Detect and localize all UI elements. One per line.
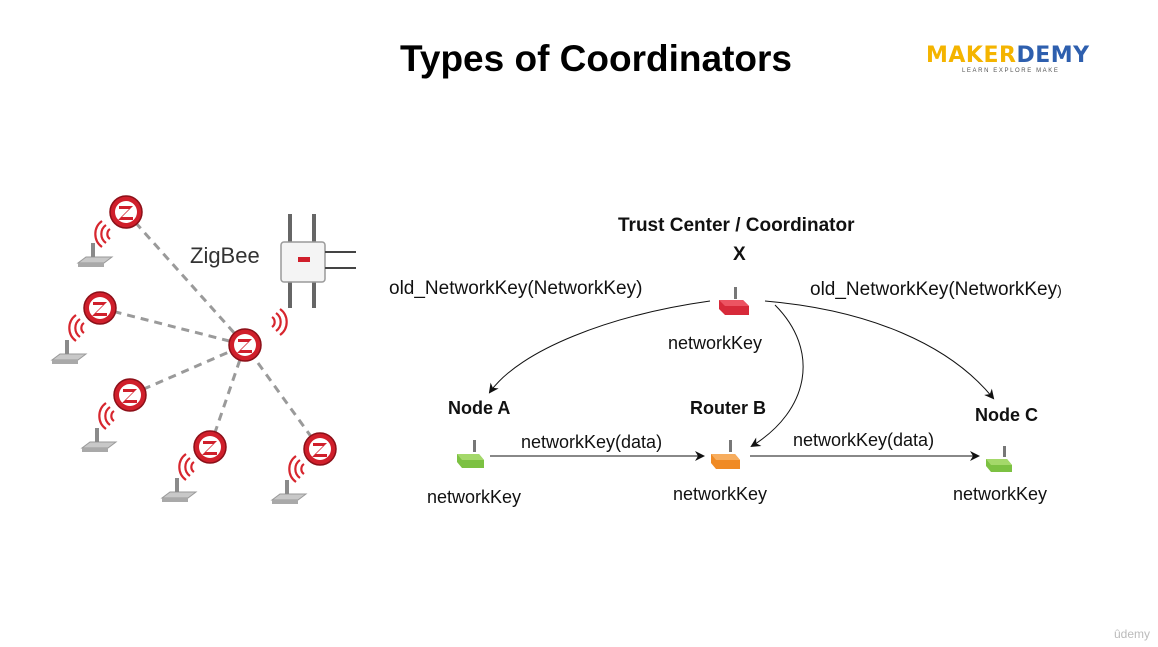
edge-label-to-node-c: old_NetworkKey(NetworkKey) <box>810 279 1062 301</box>
udemy-watermark: ûdemy <box>1113 627 1150 641</box>
logo-word-maker: MAKER <box>926 43 1017 68</box>
router-b-key-label: networkKey <box>673 484 768 504</box>
coordinator-key-label: networkKey <box>668 333 763 353</box>
edge-label-to-node-c-paren: ) <box>1057 282 1062 298</box>
router-b-device-icon <box>711 440 740 469</box>
edge-label-to-node-a: old_NetworkKey(NetworkKey) <box>389 278 643 299</box>
makerdemy-logo: MAKERDEMY LEARN EXPLORE MAKE <box>926 44 1094 84</box>
zigbee-end-device-3 <box>81 378 147 453</box>
node-a-key-label: networkKey <box>427 487 522 507</box>
node-a-label: Node A <box>448 398 511 418</box>
zigbee-end-device-1 <box>77 195 143 268</box>
zigbee-label: ZigBee <box>190 243 260 268</box>
zigbee-end-device-2 <box>51 291 117 365</box>
coordinator-title: Trust Center / Coordinator <box>618 215 855 236</box>
diagram-arrows <box>488 300 995 461</box>
node-c-device-icon <box>986 446 1012 472</box>
logo-tagline: LEARN EXPLORE MAKE <box>962 68 1060 74</box>
edge-label-b-to-c: networkKey(data) <box>793 430 935 450</box>
slide-title: Types of Coordinators <box>400 38 792 79</box>
node-c-key-label: networkKey <box>953 484 1048 504</box>
logo-word-demy: DEMY <box>1016 43 1090 68</box>
edge-label-to-node-c-main: old_NetworkKey(NetworkKey <box>810 279 1058 300</box>
logo-wordmark: MAKERDEMY <box>926 44 1094 68</box>
zigbee-hub <box>228 307 288 362</box>
edge-label-a-to-b: networkKey(data) <box>521 432 663 452</box>
router-b-label: Router B <box>690 398 766 418</box>
zigbee-gateway-device <box>280 214 356 308</box>
coordinator-device-icon <box>719 287 749 315</box>
node-c-label: Node C <box>975 405 1038 425</box>
node-a-device-icon <box>457 440 484 468</box>
zigbee-end-device-5 <box>271 432 337 505</box>
zigbee-end-device-4 <box>161 430 227 503</box>
coordinator-mark: X <box>733 244 746 265</box>
zigbee-links <box>99 210 322 450</box>
